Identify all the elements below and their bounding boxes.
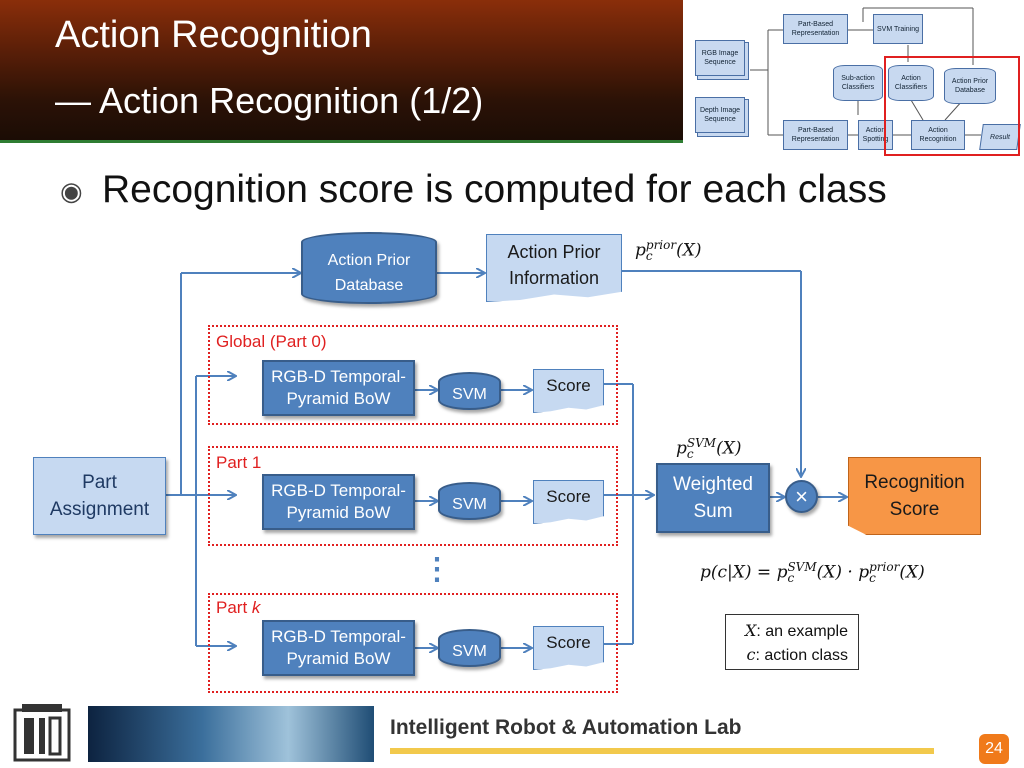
lab-banner-image xyxy=(88,706,374,762)
thumb-action-prior-database: Action Prior Database xyxy=(944,68,996,104)
svm-partk: SVM xyxy=(438,629,501,667)
svm-global: SVM xyxy=(438,372,501,410)
lab-logo-icon xyxy=(13,704,71,762)
feature-box-partk: RGB-D Temporal-Pyramid BoW xyxy=(262,620,415,676)
title-underline xyxy=(0,140,1024,143)
thumb-svm-training: SVM Training xyxy=(873,14,923,44)
lab-name: Intelligent Robot & Automation Lab xyxy=(390,716,742,739)
group-partk-container xyxy=(208,593,618,693)
recognition-score-box: Recognition Score xyxy=(848,457,981,535)
group-partk-label: Part k xyxy=(216,598,261,617)
weighted-sum-box: Weighted Sum xyxy=(656,463,770,533)
vertical-ellipsis: ⋮ xyxy=(422,553,452,586)
recognition-score-label: Recognition Score xyxy=(864,472,965,520)
thumbnail-arrows xyxy=(750,7,981,136)
thumb-rgb-sequence: RGB Image Sequence xyxy=(695,40,745,76)
page-number-badge: 24 xyxy=(979,734,1009,764)
circle-bullet-icon: ◉ xyxy=(60,176,83,206)
thumb-action-recognition: Action Recognition xyxy=(911,120,965,150)
slide-subtitle: — Action Recognition (1/2) xyxy=(55,80,484,121)
thumb-highlight-box xyxy=(884,56,1020,156)
thumb-action-spotting: Action Spotting xyxy=(858,120,893,150)
feature-label-part1: RGB-D Temporal-Pyramid BoW xyxy=(271,481,406,522)
group-part1-container xyxy=(208,446,618,546)
weighted-sum-label: Weighted Sum xyxy=(673,474,753,522)
action-prior-database-label: Action Prior Database xyxy=(327,252,411,294)
svm-part1: SVM xyxy=(438,482,501,520)
slide-title: Action Recognition xyxy=(55,14,372,56)
thumb-part-based-top: Part-Based Representation xyxy=(783,14,848,44)
group-global-label: Global (Part 0) xyxy=(216,332,327,351)
feature-label-partk: RGB-D Temporal-Pyramid BoW xyxy=(271,627,406,668)
svm-label-partk: SVM xyxy=(452,643,487,660)
lab-name-underline xyxy=(390,748,934,754)
thumb-depth-sequence: Depth Image Sequence xyxy=(695,97,745,133)
group-part1-label: Part 1 xyxy=(216,453,262,472)
multiply-node: × xyxy=(785,480,818,513)
svm-label-global: SVM xyxy=(452,386,487,403)
part-assignment-box: Part Assignment xyxy=(33,457,166,535)
feature-label-global: RGB-D Temporal-Pyramid BoW xyxy=(271,367,406,408)
action-prior-information: Action Prior Information xyxy=(486,234,622,302)
legend-x-row: X: an example xyxy=(745,621,848,640)
action-prior-database: Action Prior Database xyxy=(301,232,437,304)
group-global-container xyxy=(208,325,618,425)
thumb-action-classifiers: Action Classifiers xyxy=(888,65,934,101)
thumb-part-based-bottom: Part-Based Representation xyxy=(783,120,848,150)
svm-label-part1: SVM xyxy=(452,496,487,513)
variable-legend: X: an example c: action class xyxy=(725,614,859,670)
part-assignment-label: Part Assignment xyxy=(49,472,150,520)
bullet-text: Recognition score is computed for each c… xyxy=(102,168,887,211)
legend-c-row: c: action class xyxy=(746,645,848,664)
feature-box-global: RGB-D Temporal-Pyramid BoW xyxy=(262,360,415,416)
score-doc-part1: Score xyxy=(533,480,604,524)
overview-thumbnail: RGB Image Sequence Depth Image Sequence … xyxy=(683,0,1024,158)
score-doc-global: Score xyxy=(533,369,604,413)
feature-box-part1: RGB-D Temporal-Pyramid BoW xyxy=(262,474,415,530)
thumb-subaction-classifiers: Sub-action Classifiers xyxy=(833,65,883,101)
score-doc-partk: Score xyxy=(533,626,604,670)
